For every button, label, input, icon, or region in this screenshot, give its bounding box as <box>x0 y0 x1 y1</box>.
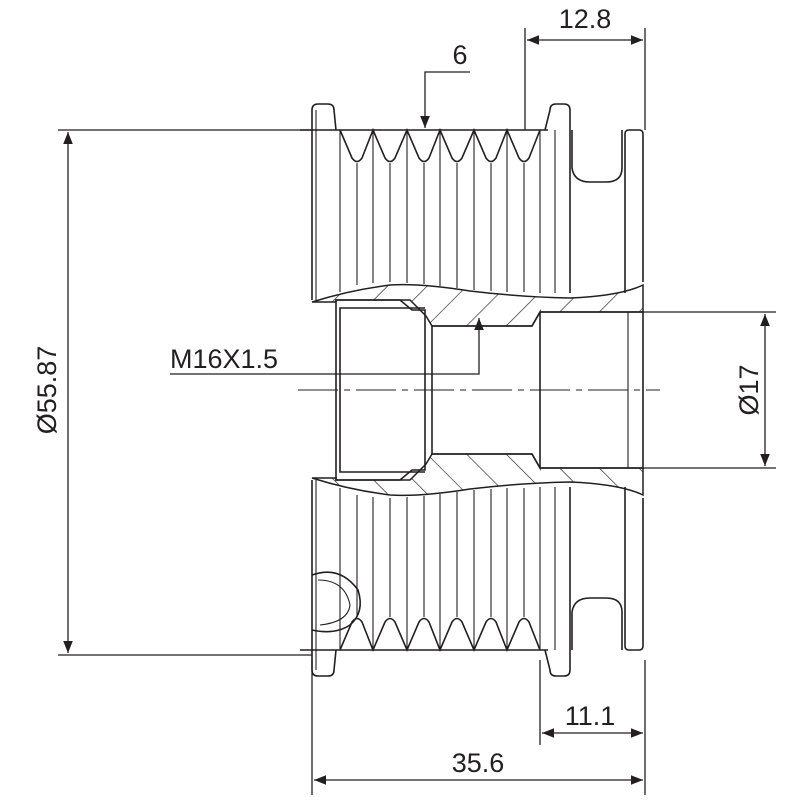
svg-text:35.6: 35.6 <box>452 748 505 778</box>
dimension-bore-diameter: Ø17 <box>643 311 776 469</box>
dimension-rib-count: 6 <box>420 40 470 128</box>
pulley-body-upper <box>300 103 644 390</box>
pin-hole-inner <box>317 579 351 626</box>
svg-text:12.8: 12.8 <box>559 4 612 34</box>
dimension-overall-width: 35.6 <box>311 660 646 795</box>
svg-text:M16X1.5: M16X1.5 <box>170 344 278 374</box>
svg-text:Ø55.87: Ø55.87 <box>32 346 62 435</box>
dimension-12-8: 12.8 <box>524 4 646 130</box>
dimension-thread: M16X1.5 <box>170 318 484 375</box>
dimension-outer-diameter: Ø55.87 <box>32 129 312 656</box>
dimension-11-1: 11.1 <box>539 660 643 745</box>
pulley-body-lower <box>299 389 644 677</box>
svg-text:11.1: 11.1 <box>565 701 616 731</box>
svg-text:Ø17: Ø17 <box>734 364 764 415</box>
svg-text:6: 6 <box>452 40 467 70</box>
pin-hole <box>311 571 361 633</box>
